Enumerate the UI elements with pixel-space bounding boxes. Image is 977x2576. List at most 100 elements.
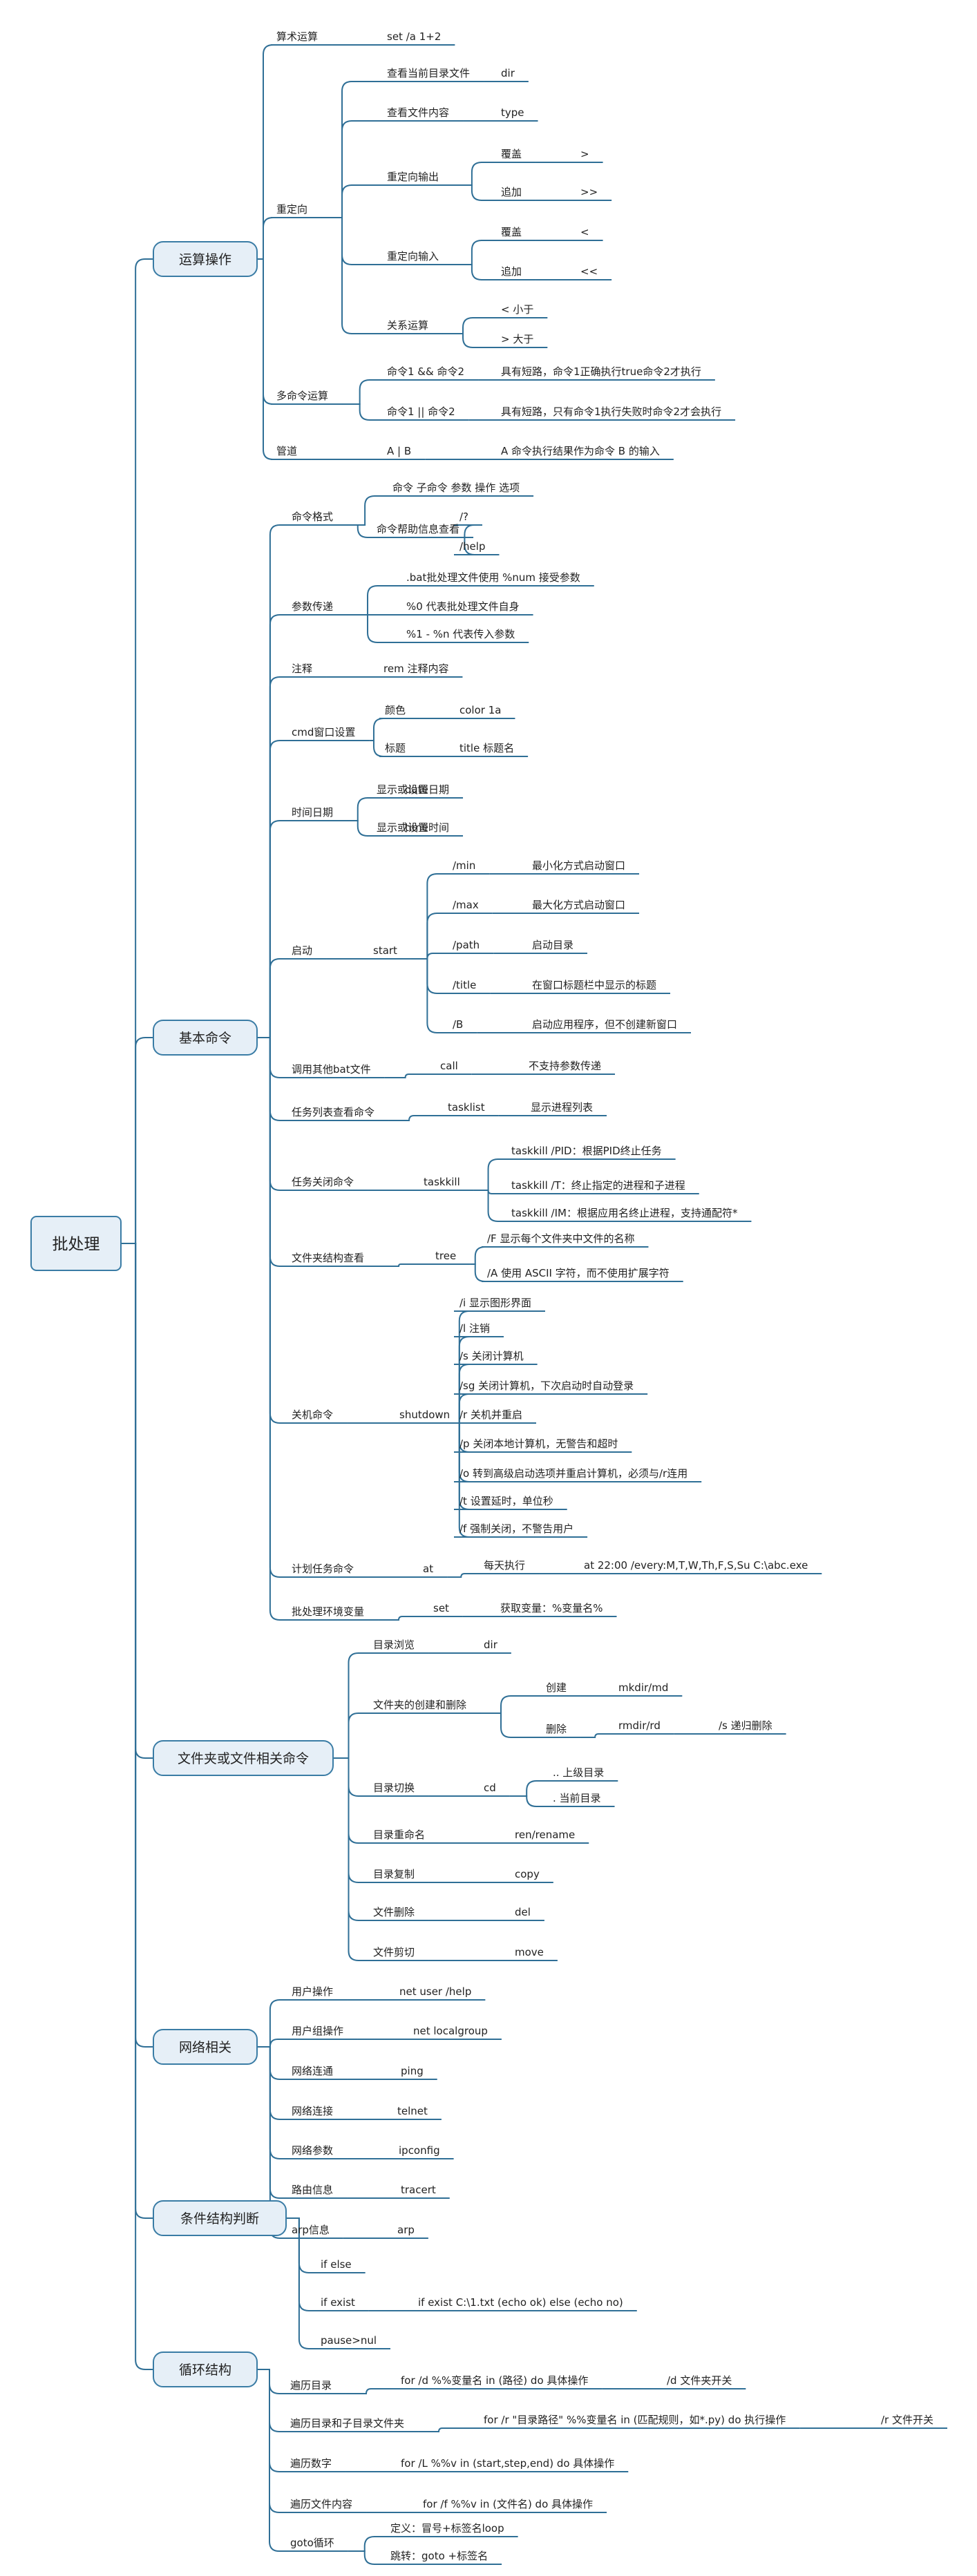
edge-5-0 xyxy=(257,2369,285,2394)
edge-5-2 xyxy=(257,2369,285,2472)
node-1-10-0-2: /s 关闭计算机 xyxy=(459,1350,524,1362)
edge-5-1-0 xyxy=(418,2427,478,2432)
node-1-4-0: 显示或设置日期 xyxy=(377,783,449,796)
branch-0-frame xyxy=(153,241,258,277)
branch-1[interactable]: 基本命令 xyxy=(153,1020,258,1056)
branch-3[interactable]: 网络相关 xyxy=(153,2029,258,2065)
node-1-1-1: %0 代表批处理文件自身 xyxy=(406,600,520,613)
node-0-0: 算术运算 xyxy=(276,30,318,43)
node-1-11-0-0: 每天执行 xyxy=(484,1559,525,1572)
node-1-12-0: set xyxy=(433,1602,449,1614)
node-1-5-0-3: /title xyxy=(453,979,476,991)
node-2-1-1-0-0: /s 递归删除 xyxy=(719,1719,772,1732)
edge-1-3-0 xyxy=(369,718,384,741)
edge-1-1-0 xyxy=(347,585,401,616)
edge-2-3 xyxy=(333,1757,368,1844)
edge-1-2 xyxy=(257,676,286,1038)
branch-2[interactable]: 文件夹或文件相关命令 xyxy=(153,1740,334,1776)
edge-1-5-0-1 xyxy=(410,913,447,960)
node-1-1-2: %1 - %n 代表传入参数 xyxy=(406,628,515,640)
edge-3-2 xyxy=(257,2046,286,2080)
node-1-3-0-0: color 1a xyxy=(459,704,501,716)
node-0-1-0-0: dir xyxy=(501,67,515,79)
node-0-1-3-1: 追加 xyxy=(501,265,522,278)
edge-0-2-1 xyxy=(342,403,381,421)
node-0-1-3-0: 覆盖 xyxy=(501,226,522,238)
node-1-0-0: 命令 子命令 参数 操作 选项 xyxy=(392,481,520,494)
edge-1-9-0-1 xyxy=(470,1263,485,1282)
node-3-2: 网络连通 xyxy=(292,2065,333,2077)
branch-5[interactable]: 循环结构 xyxy=(153,2351,258,2387)
node-2-5-0: del xyxy=(515,1906,531,1918)
node-1-11-0: at xyxy=(423,1563,433,1575)
edge-root-branch-0 xyxy=(121,258,153,1244)
node-0-2: 多命令运算 xyxy=(276,390,328,402)
node-1-10-0: shutdown xyxy=(399,1409,450,1421)
node-2-1-0: 创建 xyxy=(546,1681,567,1694)
edge-1-5-0-4 xyxy=(410,958,447,1033)
edge-1-8-0-2 xyxy=(473,1190,506,1222)
node-1-11-0-0-0: at 22:00 /every:M,T,W,Th,F,S,Su C:\abc.e… xyxy=(584,1559,808,1572)
node-1-0: 命令格式 xyxy=(292,511,333,523)
edge-0-1-4 xyxy=(321,217,381,334)
edge-0-0 xyxy=(257,44,274,260)
node-3-3-0: telnet xyxy=(397,2105,428,2117)
node-2-2-0-1: . 当前目录 xyxy=(553,1792,601,1804)
node-3-0-0: net user /help xyxy=(399,1985,471,1998)
node-4-0: if else xyxy=(321,2258,352,2271)
edge-2-0 xyxy=(333,1652,368,1759)
node-2-3: 目录重命名 xyxy=(373,1829,425,1841)
edge-1-6 xyxy=(257,1037,286,1078)
node-0-1-3-1-0: << xyxy=(580,265,598,278)
node-1-10-0-1: /l 注销 xyxy=(459,1322,490,1335)
edge-2-2-0-0 xyxy=(509,1780,547,1797)
node-4-2: pause>nul xyxy=(321,2334,377,2347)
node-1-7-0-0: 显示进程列表 xyxy=(531,1101,593,1114)
branch-4-label: 条件结构判断 xyxy=(180,2211,259,2226)
node-5-0-0-0: /d 文件夹开关 xyxy=(667,2374,732,2387)
edge-0-1-0 xyxy=(321,81,381,218)
edge-5-0-0 xyxy=(345,2388,395,2394)
node-1-3-1: 标题 xyxy=(385,742,406,754)
branch-0[interactable]: 运算操作 xyxy=(153,241,258,277)
node-1-5: 启动 xyxy=(292,944,312,957)
edge-2-1-1-0 xyxy=(580,1733,613,1738)
edge-1-3 xyxy=(257,740,286,1038)
node-1-5-0-0-0: 最小化方式启动窗口 xyxy=(532,859,625,872)
root-node-label: 批处理 xyxy=(53,1235,100,1253)
node-1-2: 注释 xyxy=(292,662,312,675)
root-node[interactable]: 批处理 xyxy=(30,1216,122,1271)
node-5-2-0: for /L %%v in (start,step,end) do 具体操作 xyxy=(401,2457,614,2470)
edge-0-3 xyxy=(257,258,274,460)
node-1-12-0-0: 获取变量：%变量名% xyxy=(500,1602,603,1614)
node-1-3: cmd窗口设置 xyxy=(292,726,355,738)
node-5-0: 遍历目录 xyxy=(290,2379,332,2392)
node-1-8-0: taskkill xyxy=(424,1176,460,1188)
node-0-1: 重定向 xyxy=(276,203,307,216)
edge-1-0-0 xyxy=(347,495,387,526)
edge-0-1-4-0 xyxy=(442,317,495,334)
node-1-9-0-0: /F 显示每个文件夹中文件的名称 xyxy=(487,1232,634,1245)
node-2-1: 文件夹的创建和删除 xyxy=(373,1699,466,1711)
edge-1-10 xyxy=(257,1037,286,1424)
node-5-4-1: 跳转：goto +标签名 xyxy=(390,2550,488,2562)
node-0-1-4-0: < 小于 xyxy=(501,303,533,316)
edge-0-1 xyxy=(257,217,274,260)
edge-1-5-0-3 xyxy=(410,958,447,994)
node-1-9-0: tree xyxy=(435,1250,456,1262)
node-2-1-1: 删除 xyxy=(546,1723,567,1735)
edge-2-1-1 xyxy=(480,1712,540,1738)
node-1-0-1: 命令帮助信息查看 xyxy=(377,523,459,535)
node-1-7: 任务列表查看命令 xyxy=(292,1106,374,1118)
edge-4-2 xyxy=(286,2217,315,2349)
edge-1-11-0-0 xyxy=(447,1573,478,1578)
node-1-10-0-4: /r 关机并重启 xyxy=(459,1409,522,1421)
node-0-1-2-0: 覆盖 xyxy=(501,148,522,160)
edge-3-5 xyxy=(257,2046,286,2199)
branch-0-label: 运算操作 xyxy=(179,252,231,267)
node-1-6: 调用其他bat文件 xyxy=(292,1063,371,1076)
node-3-1-0: net localgroup xyxy=(413,2025,488,2037)
branch-4[interactable]: 条件结构判断 xyxy=(153,2200,287,2236)
node-1-10-0-0: /i 显示图形界面 xyxy=(459,1297,531,1309)
